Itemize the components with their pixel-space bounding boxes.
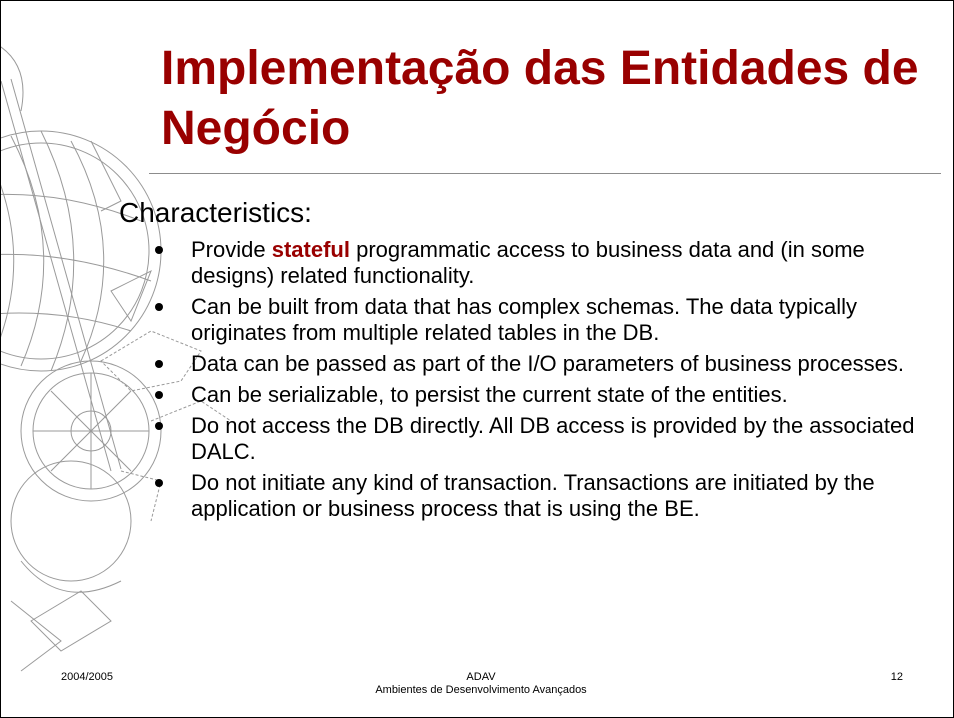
bullet-item: Do not access the DB directly. All DB ac…: [149, 413, 939, 465]
bullet-text: Data can be passed as part of the I/O pa…: [191, 351, 904, 376]
bullet-list: Provide stateful programmatic access to …: [149, 237, 939, 527]
bullet-item: Data can be passed as part of the I/O pa…: [149, 351, 939, 377]
bullet-item: Can be built from data that has complex …: [149, 294, 939, 346]
section-heading: Characteristics:: [119, 197, 312, 228]
astrolabe-watermark-icon: [1, 46, 232, 672]
bullet-dot-icon: [155, 391, 163, 399]
footer-course-code: ADAV: [466, 671, 496, 683]
footer-course: ADAV Ambientes de Desenvolvimento Avança…: [331, 671, 631, 697]
bullet-dot-icon: [155, 422, 163, 430]
bullet-dot-icon: [155, 360, 163, 368]
bullet-text: Do not initiate any kind of transaction.…: [191, 470, 875, 521]
bullet-item: Provide stateful programmatic access to …: [149, 237, 939, 289]
bullet-text-after: programmatic access to business data and…: [191, 237, 865, 288]
bullet-text: Can be built from data that has complex …: [191, 294, 858, 345]
bullet-item: Do not initiate any kind of transaction.…: [149, 470, 939, 522]
bullet-text: Do not access the DB directly. All DB ac…: [191, 413, 915, 464]
footer-course-name: Ambientes de Desenvolvimento Avançados: [375, 684, 587, 696]
bullet-text-before: Provide: [191, 237, 272, 262]
slide-number: 12: [890, 671, 903, 683]
title-divider: [149, 173, 941, 174]
bullet-highlight: stateful: [271, 237, 350, 262]
slide-title: Implementação das Entidades de Negócio: [161, 42, 919, 155]
bullet-dot-icon: [155, 246, 163, 254]
footer-date: 2004/2005: [61, 671, 113, 683]
bullet-dot-icon: [155, 479, 163, 487]
bullet-item: Can be serializable, to persist the curr…: [149, 382, 939, 408]
bullet-dot-icon: [155, 303, 163, 311]
bullet-text: Can be serializable, to persist the curr…: [191, 382, 788, 407]
